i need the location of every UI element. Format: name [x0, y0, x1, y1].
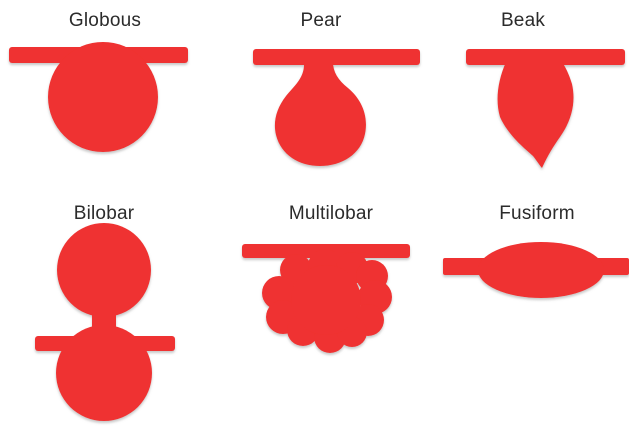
multilobar-shape: [242, 244, 410, 353]
beak-shape: [466, 49, 625, 168]
fusiform-shape: [443, 242, 629, 298]
bilobar-shape: [35, 223, 175, 421]
globous-shape: [9, 42, 188, 152]
pear-shape: [253, 49, 420, 166]
